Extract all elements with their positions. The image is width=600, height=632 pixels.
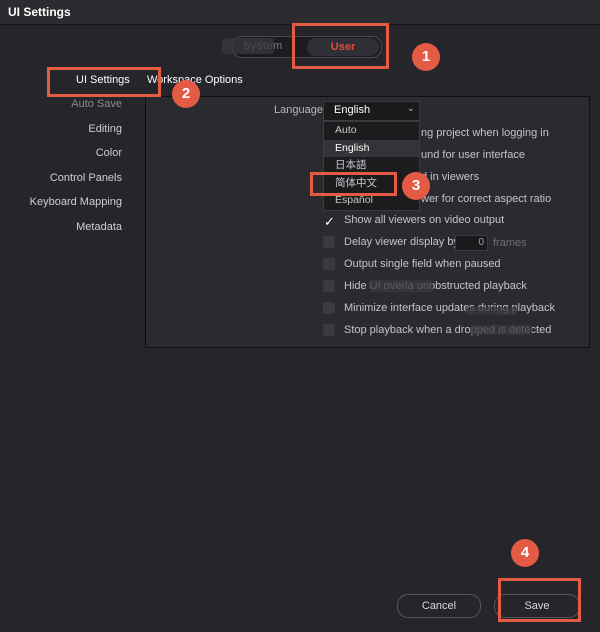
checkmark-icon: ✓ [324,214,335,229]
highlight-box-save [498,578,581,622]
nav-item-metadata[interactable]: Metadata [76,220,122,233]
setting-label: Delay viewer display by [344,236,459,248]
step-badge-1: 1 [412,43,440,71]
language-option-japanese[interactable]: 日本語 [335,159,367,171]
language-option-english[interactable]: English [324,139,419,157]
redaction-mark [222,38,274,54]
language-value: English [334,104,371,116]
checkbox[interactable] [323,236,335,248]
language-option-spanish[interactable]: Español [335,194,373,206]
redaction-mark [466,307,518,315]
frames-label: frames [493,237,527,249]
step-badge-4: 4 [511,539,539,567]
step-badge-3: 3 [402,172,430,200]
highlight-box-user-tab [292,23,389,69]
cancel-button[interactable]: Cancel [397,594,481,618]
setting-label-row1: ng project when logging in [421,127,549,139]
setting-label-row4: wer for correct aspect ratio [421,193,552,205]
checkbox[interactable] [323,258,335,270]
tab-user[interactable]: User [307,38,379,56]
window-title: UI Settings [8,5,71,19]
left-nav: Auto Save Editing Color Control Panels K… [0,92,128,239]
setting-label: Show all viewers on video output [344,214,505,226]
setting-label: Output single field when paused [344,258,501,270]
highlight-box-ui-settings [47,67,161,97]
step-badge-2: 2 [172,80,200,108]
highlight-box-chinese-option [310,172,397,196]
language-dropdown: Auto English 日本語 简体中文 Español [323,121,420,211]
nav-item-auto-save[interactable]: Auto Save [71,98,122,110]
language-option-auto[interactable]: Auto [335,124,357,136]
nav-item-keyboard-mapping[interactable]: Keyboard Mapping [29,196,122,208]
language-label: Language [274,104,323,116]
language-select[interactable]: English ⌄ [323,101,420,121]
checkbox[interactable] [323,280,335,292]
setting-label-row2: und for user interface [421,149,525,161]
checkbox-checked[interactable]: ✓ [323,214,335,229]
delay-frames-input[interactable]: 0 [455,235,488,251]
redaction-mark [470,325,532,335]
save-button[interactable]: Save [494,594,580,618]
nav-item-control-panels[interactable]: Control Panels [49,171,122,184]
tab-workspace-options[interactable]: Workspace Options [147,74,243,86]
nav-item-editing[interactable]: Editing [88,122,122,135]
nav-item-color[interactable]: Color [95,147,122,159]
language-option-simplified-chinese[interactable]: 简体中文 [335,176,377,189]
setting-label: Minimize interface updates during playba… [344,302,555,314]
setting-label-row3: d in viewers [421,171,480,183]
title-bar: UI Settings [0,0,600,25]
redaction-mark [369,280,433,292]
checkbox[interactable] [323,324,335,336]
checkbox[interactable] [323,302,335,314]
tab-ui-settings[interactable]: UI Settings [76,74,130,86]
chevron-down-icon: ⌄ [406,103,415,114]
